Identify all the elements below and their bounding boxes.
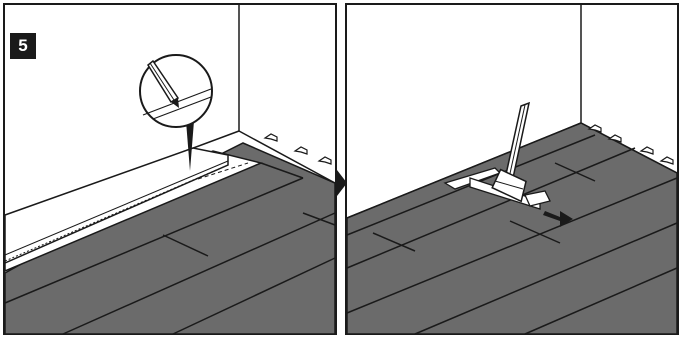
tapping-scene (345, 3, 679, 335)
marking-scene (3, 3, 337, 335)
illustration-panel-tapping (345, 3, 679, 335)
step-number-badge: 5 (10, 33, 36, 59)
illustration-panel-marking: 5 (3, 3, 337, 335)
